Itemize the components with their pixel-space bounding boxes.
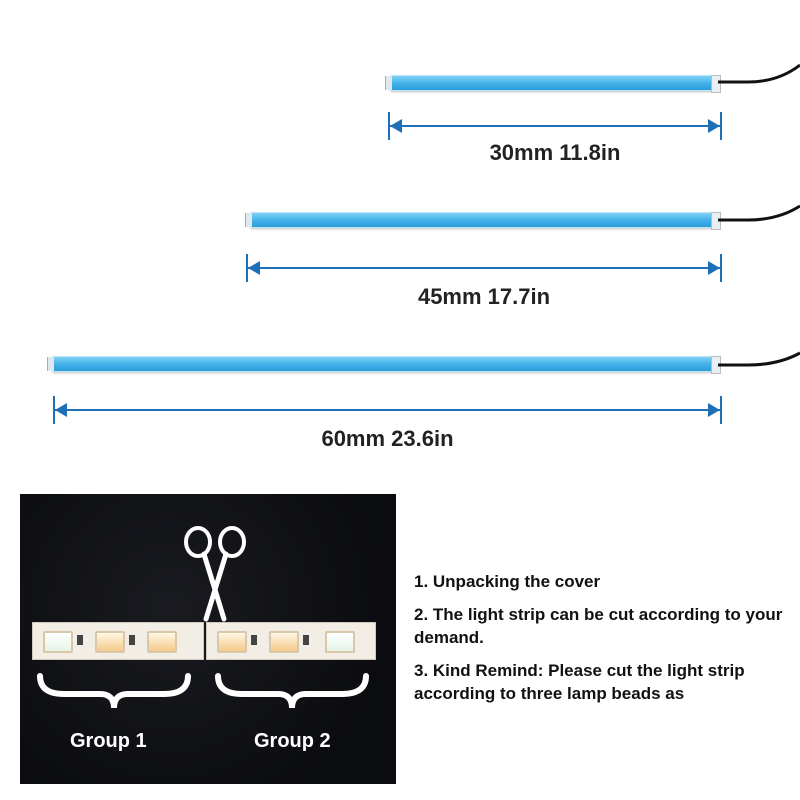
scissors-icon	[184, 526, 246, 622]
led-strip-60mm	[47, 356, 721, 374]
strip-connector	[711, 75, 721, 93]
strip-end-cap	[47, 357, 54, 371]
strip-end-cap	[245, 213, 252, 227]
group-1-label: Group 1	[70, 730, 147, 752]
instruction-step-3: 3. Kind Remind: Please cut the light str…	[414, 661, 745, 703]
group-2-label: Group 2	[254, 730, 331, 752]
led-strip-45mm	[245, 212, 721, 230]
dimension-arrow-30mm	[388, 112, 722, 140]
strip-end-cap	[385, 76, 392, 90]
instruction-step-1: 1. Unpacking the cover	[414, 572, 601, 591]
dimension-label-60mm: 60mm 23.6in	[321, 426, 454, 451]
dimension-arrow-45mm	[246, 254, 722, 282]
strip-wire	[718, 63, 800, 84]
led-segment-left	[32, 622, 204, 660]
strip-wire	[718, 351, 800, 367]
dimension-label-30mm: 30mm 11.8in	[489, 140, 621, 165]
dimension-arrow-60mm	[53, 396, 722, 424]
instruction-step-2: 2. The light strip can be cut according …	[414, 605, 783, 647]
group-2-brace	[215, 673, 369, 709]
led-strip-cut-photo: Group 1 Group 2	[20, 494, 396, 784]
cutting-instructions: 1. Unpacking the cover 2. The light stri…	[414, 570, 784, 715]
strip-wire	[718, 204, 800, 222]
dimension-label-45mm: 45mm 17.7in	[417, 284, 551, 309]
led-segment-right	[206, 622, 376, 660]
led-strip-30mm	[385, 75, 721, 93]
group-1-brace	[37, 673, 191, 709]
